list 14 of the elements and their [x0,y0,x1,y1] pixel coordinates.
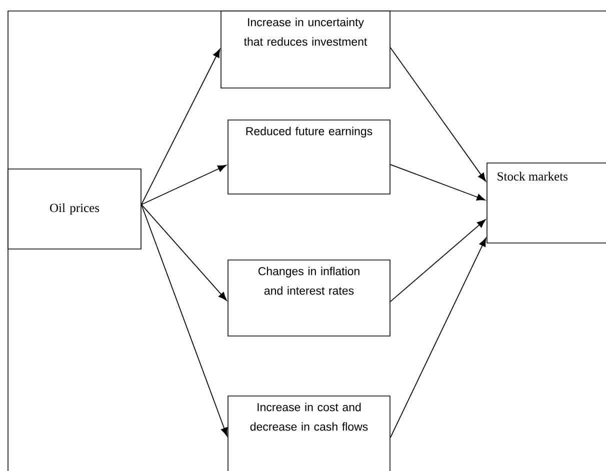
text-box: Reduced future earnings [228,120,390,194]
text-box: Increase in cost and decrease in cash flows [228,396,390,471]
arrow [140,48,220,206]
text-box: Stock markets [486,162,606,244]
arrow [390,238,486,438]
arrow [390,47,486,182]
arrow [390,219,486,302]
arrow [390,164,486,200]
arrow [140,204,228,436]
arrow [140,204,227,301]
text-box: Changes in inflation and interest rates [228,260,390,336]
arrow [140,164,226,206]
text-box: Oil prices [8,168,142,250]
text-box: Increase in uncertainty that reduces investment [220,10,390,88]
